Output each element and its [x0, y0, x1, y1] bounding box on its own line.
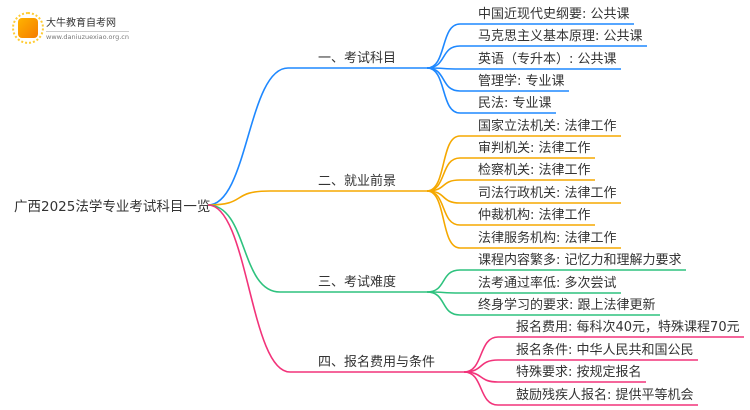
- leaf-node: 法考通过率低: 多次尝试: [478, 276, 617, 291]
- leaf-node: 管理学: 专业课: [478, 74, 565, 89]
- leaf-node: 中国近现代史纲要: 公共课: [478, 7, 630, 22]
- leaf-node: 国家立法机关: 法律工作: [478, 119, 617, 134]
- leaf-node: 报名费用: 每科次40元，特殊课程70元: [516, 320, 740, 335]
- leaf-connector: [426, 23, 634, 69]
- leaf-node: 鼓励残疾人报名: 提供平等机会: [516, 388, 694, 403]
- leaf-node: 仲裁机构: 法律工作: [478, 208, 591, 223]
- leaf-connector: [463, 371, 698, 406]
- logo: 大牛教育自考网 www.daniuzuexiao.org.cn: [12, 11, 129, 44]
- branch-connector: [207, 204, 427, 293]
- branch-connector: [207, 190, 427, 206]
- leaf-connector: [426, 67, 556, 114]
- book-logo-icon: [12, 11, 44, 44]
- leaf-node: 马克思主义基本原理: 公共课: [478, 29, 643, 44]
- leaf-connector: [426, 269, 686, 293]
- branch-label: 四、报名费用与条件: [318, 355, 436, 370]
- leaf-node: 民法: 专业课: [478, 96, 552, 111]
- branch-connector: [207, 204, 464, 373]
- branch-label: 二、就业前景: [318, 174, 397, 189]
- leaf-node: 审判机关: 法律工作: [478, 141, 591, 156]
- leaf-connector: [426, 190, 621, 249]
- logo-name: 大牛教育自考网: [46, 18, 116, 29]
- branch-label: 一、考试科目: [318, 51, 397, 66]
- leaf-connector: [426, 291, 660, 316]
- leaf-node: 检察机关: 法律工作: [478, 163, 591, 178]
- leaf-node: 课程内容繁多: 记忆力和理解力要求: [478, 253, 682, 268]
- leaf-node: 司法行政机关: 法律工作: [478, 186, 617, 201]
- root-node: 广西2025法学专业考试科目一览: [14, 199, 211, 215]
- branch-connector: [207, 67, 427, 206]
- leaf-connector: [426, 67, 621, 70]
- leaf-connector: [426, 45, 647, 69]
- leaf-node: 英语（专升本）: 公共课: [478, 52, 617, 67]
- branch-label: 三、考试难度: [318, 275, 397, 290]
- leaf-node: 法律服务机构: 法律工作: [478, 231, 617, 246]
- logo-url: www.daniuzuexiao.org.cn: [46, 31, 129, 41]
- leaf-node: 终身学习的要求: 跟上法律更新: [478, 298, 656, 313]
- leaf-connector: [426, 291, 621, 294]
- leaf-node: 特殊要求: 按规定报名: [516, 365, 642, 380]
- leaf-connector: [426, 135, 621, 192]
- leaf-node: 报名条件: 中华人民共和国公民: [516, 343, 694, 358]
